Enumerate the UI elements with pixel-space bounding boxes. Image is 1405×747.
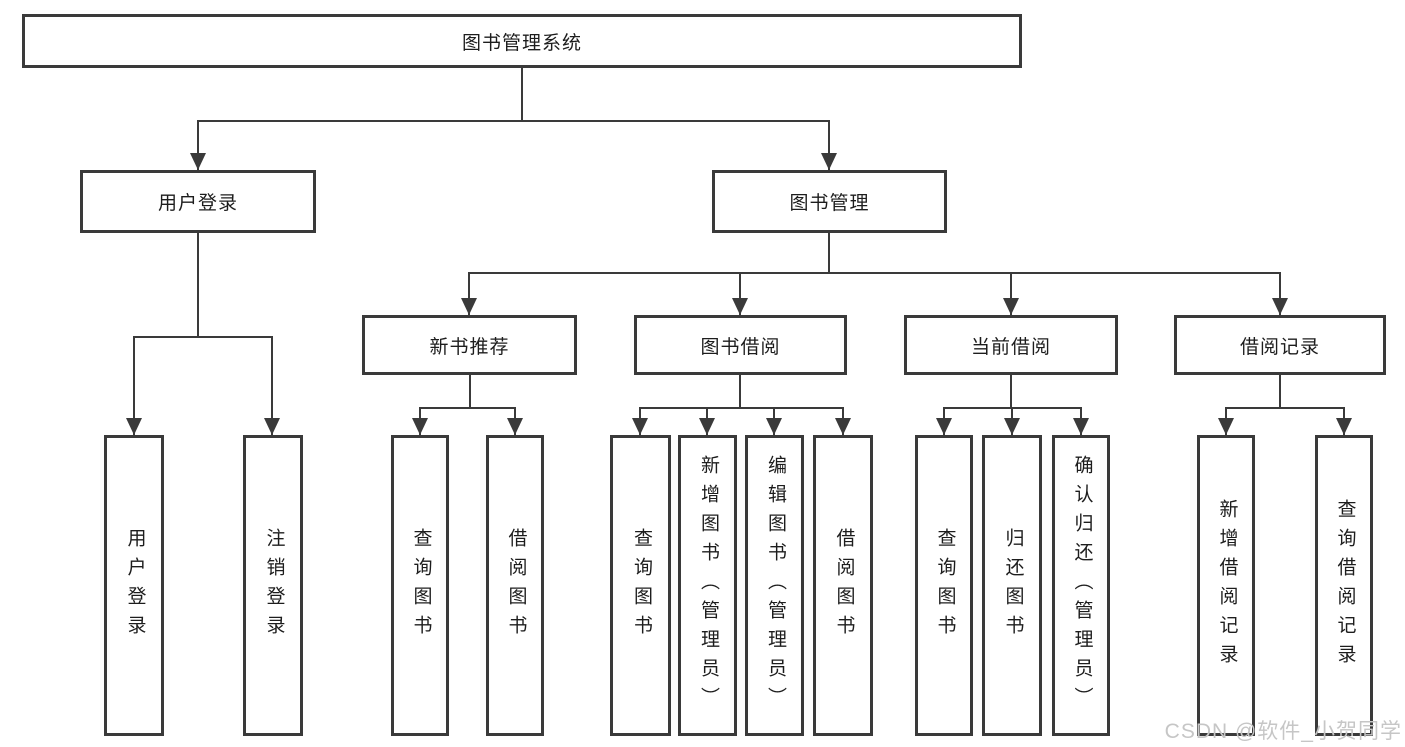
leaf-bb-add-books-admin: 新增图书（管理员） (678, 435, 737, 736)
connector-arrow-nb-borrow (507, 407, 523, 435)
watermark: CSDN @软件_小贺同学 (1164, 720, 1402, 743)
node-current-borrowing-label: 当前借阅 (970, 336, 1051, 358)
connector-book-mgmt-hline (468, 272, 1281, 274)
leaf-br-add-record-label: 新增借阅记录 (1216, 498, 1238, 673)
connector-records-stem (1279, 375, 1281, 409)
node-book-mgmt-label: 图书管理 (789, 193, 870, 214)
leaf-bb-add-books-admin-label: 新增图书（管理员） (697, 455, 719, 716)
connector-book-mgmt-stem (828, 233, 830, 274)
connector-borrowing-stem (739, 375, 741, 409)
leaf-br-query-record-label: 查询借阅记录 (1334, 498, 1356, 673)
leaf-bb-query-books: 查询图书 (610, 435, 671, 736)
connector-arrow-bb-borrow (835, 407, 851, 435)
connector-arrow-current-borrow (1003, 272, 1019, 315)
node-borrowing-records: 借阅记录 (1174, 315, 1386, 375)
node-borrowing-records-label: 借阅记录 (1239, 336, 1320, 358)
leaf-logout: 注销登录 (243, 435, 303, 736)
connector-arrow-login-leaf (126, 336, 142, 435)
leaf-logout-label: 注销登录 (263, 527, 285, 644)
leaf-br-add-record: 新增借阅记录 (1197, 435, 1255, 736)
leaf-nb-borrow-books-label: 借阅图书 (505, 527, 527, 644)
connector-arrow-bb-edit (766, 407, 782, 435)
connector-current-stem (1010, 375, 1012, 409)
node-current-borrowing: 当前借阅 (904, 315, 1118, 375)
leaf-cb-confirm-return-admin: 确认归还（管理员） (1052, 435, 1110, 736)
connector-arrow-nb-query (412, 407, 428, 435)
node-library-system-label: 图书管理系统 (461, 32, 582, 54)
node-new-book-recommend-label: 新书推荐 (429, 336, 510, 358)
leaf-bb-edit-books-admin: 编辑图书（管理员） (745, 435, 804, 736)
connector-user-login-hline (133, 336, 273, 338)
leaf-nb-query-books-label: 查询图书 (410, 527, 432, 644)
node-book-mgmt: 图书管理 (712, 170, 947, 233)
leaf-user-login: 用户登录 (104, 435, 164, 736)
node-new-book-recommend: 新书推荐 (362, 315, 577, 375)
connector-arrow-br-query (1336, 407, 1352, 435)
leaf-cb-return-books-label: 归还图书 (1002, 527, 1024, 644)
leaf-cb-confirm-return-admin-label: 确认归还（管理员） (1071, 455, 1093, 716)
connector-arrow-borrowing (732, 272, 748, 315)
connector-user-login-stem (197, 233, 199, 338)
connector-arrow-new-books (461, 272, 477, 315)
leaf-br-query-record: 查询借阅记录 (1315, 435, 1373, 736)
node-book-borrowing-label: 图书借阅 (700, 336, 781, 358)
leaf-cb-query-books-label: 查询图书 (934, 527, 956, 644)
leaf-bb-borrow-books-label: 借阅图书 (833, 527, 855, 644)
connector-new-books-stem (469, 375, 471, 409)
connector-arrow-bb-add (699, 407, 715, 435)
leaf-bb-edit-books-admin-label: 编辑图书（管理员） (764, 455, 786, 716)
connector-arrow-br-add (1218, 407, 1234, 435)
connector-arrow-cb-return (1004, 407, 1020, 435)
leaf-user-login-label: 用户登录 (124, 527, 146, 644)
connector-root-stem (521, 68, 523, 122)
leaf-cb-query-books: 查询图书 (915, 435, 973, 736)
connector-arrow-cb-query (936, 407, 952, 435)
connector-new-books-hline (419, 407, 516, 409)
connector-arrow-bb-query (632, 407, 648, 435)
leaf-nb-query-books: 查询图书 (391, 435, 449, 736)
leaf-bb-borrow-books: 借阅图书 (813, 435, 873, 736)
node-book-borrowing: 图书借阅 (634, 315, 847, 375)
connector-arrow-logout-leaf (264, 336, 280, 435)
node-user-login-label: 用户登录 (157, 193, 238, 214)
connector-arrow-borrow-records (1272, 272, 1288, 315)
connector-arrow-book-mgmt (821, 120, 837, 170)
node-user-login: 用户登录 (80, 170, 316, 233)
leaf-cb-return-books: 归还图书 (982, 435, 1042, 736)
node-library-system: 图书管理系统 (22, 14, 1022, 68)
connector-records-hline (1225, 407, 1345, 409)
connector-arrow-cb-confirm (1073, 407, 1089, 435)
connector-root-hline (197, 120, 829, 122)
leaf-bb-query-books-label: 查询图书 (630, 527, 652, 644)
leaf-nb-borrow-books: 借阅图书 (486, 435, 544, 736)
connector-borrowing-hline (639, 407, 844, 409)
connector-arrow-user-login (190, 120, 206, 170)
